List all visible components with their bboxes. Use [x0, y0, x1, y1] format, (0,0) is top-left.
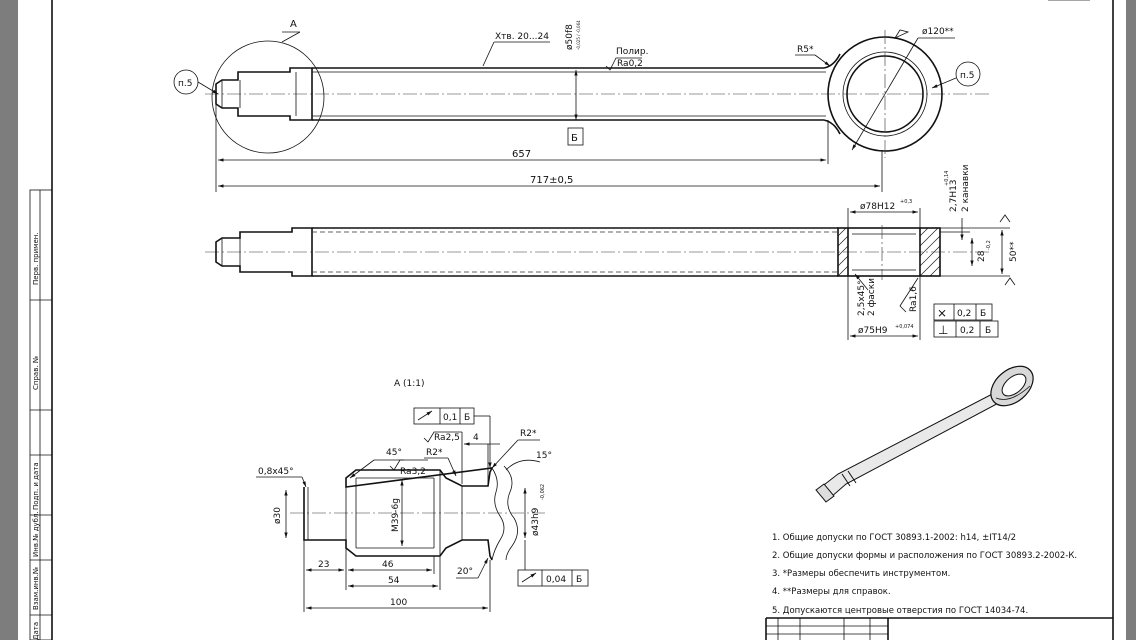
tol-2-base: Б	[985, 326, 991, 336]
dim-50: 50**	[1009, 241, 1019, 262]
diameter-top-tol: -0,025 / -0,064	[576, 20, 581, 50]
side-stamp: Перв. примен. Справ. № Подп. и дата Инв.…	[29, 189, 53, 640]
bore-75: ø75H9	[858, 326, 888, 336]
tol-1-base: Б	[980, 309, 986, 319]
ra32: Ra3,2	[400, 467, 426, 477]
r2-left: R2*	[426, 448, 443, 458]
tolerance-frame-2: ⊥ 0,2 Б	[933, 320, 999, 338]
bore-78: ø78H12	[860, 202, 895, 212]
groove-count: 2 канавки	[961, 164, 971, 212]
detail-view: А (1:1) ø30 0,8х45° М39-6g ø43h9 -0,062	[256, 379, 589, 612]
ra-16: Ra1,6	[909, 286, 919, 312]
stamp-sprav-no: Справ. №	[32, 356, 40, 390]
isometric-view	[815, 365, 1034, 503]
tol-1-symbol: ⨯	[937, 306, 947, 320]
stamp-inv-dubl: Инв.№ дубл.	[32, 511, 40, 557]
stamp-podp-data: Подп. и дата	[32, 462, 40, 510]
note-3: 3. *Размеры обеспечить инструментом.	[772, 569, 950, 579]
polish-label: Полир.	[616, 47, 648, 57]
ra25: Ra2,5	[434, 433, 460, 443]
runout-bot-base: Б	[576, 575, 582, 585]
bore-78-tol: +0,3	[900, 199, 912, 205]
tol-1-value: 0,2	[957, 309, 971, 319]
chamfer-08: 0,8х45°	[258, 467, 294, 477]
detail-circle	[211, 40, 325, 154]
dim-46: 46	[382, 560, 394, 570]
title-block	[765, 617, 1113, 640]
runout-top-val: 0,1	[443, 413, 457, 423]
note-right: п.5	[960, 71, 974, 81]
view-marker-a: А	[290, 19, 297, 30]
tol-2-value: 0,2	[960, 326, 974, 336]
dim-54: 54	[388, 576, 400, 586]
dim-4: 4	[473, 433, 479, 443]
dim-717: 717±0,5	[530, 175, 573, 186]
note-1: 1. Общие допуски по ГОСТ 30893.1-2002: h…	[772, 533, 1016, 543]
note-left: п.5	[178, 79, 192, 89]
main-view: А Б ø50f8 -0,025 / -0,064 Хтв. 20...24 П…	[173, 19, 990, 192]
note-2: 2. Общие допуски формы и расположения по…	[772, 551, 1077, 561]
angle-45: 45°	[386, 448, 402, 458]
stamp-vzam-inv: Взам.инв.№	[32, 567, 40, 610]
dia-43: ø43h9	[531, 507, 541, 536]
section-letter: Б	[571, 133, 578, 144]
dim-23: 23	[318, 560, 329, 570]
stamp-perv-primen: Перв. примен.	[32, 232, 40, 285]
eye-diameter: ø120**	[922, 27, 954, 37]
stamp-data: Дата	[32, 622, 40, 640]
tol-2-symbol: ⊥	[938, 323, 948, 337]
runout-bot-val: 0,04	[546, 575, 566, 585]
bore-75-tol: +0,074	[895, 324, 914, 330]
dim-28: 28	[977, 250, 987, 262]
note-4: 4. **Размеры для справок.	[772, 587, 891, 597]
dim-657: 657	[512, 149, 531, 160]
radius-r5: R5*	[797, 45, 814, 55]
coating-label: Хтв. 20...24	[495, 32, 549, 42]
groove-27-tol: +0,14	[944, 171, 950, 186]
section-view: ø78H12 +0,3 2,7H13 +0,14 2 канавки 28 -0…	[205, 164, 1019, 340]
dim-28-tol: -0,2	[986, 240, 992, 250]
dia-43-tol: -0,062	[540, 484, 546, 500]
thread: М39-6g	[391, 498, 401, 532]
dia-30: ø30	[273, 507, 283, 524]
tolerance-frame-1: ⨯ 0,2 Б	[933, 303, 993, 321]
groove-27: 2,7H13	[949, 179, 959, 212]
detail-title: А (1:1)	[394, 379, 425, 389]
runout-top-base: Б	[464, 413, 470, 423]
angle-15: 15°	[536, 451, 552, 461]
diameter-top: ø50f8	[565, 24, 575, 50]
dim-100: 100	[390, 598, 407, 608]
angle-20: 20°	[457, 567, 473, 577]
chamfer: 2,5х45°	[857, 280, 867, 316]
note-5: 5. Допускаются центровые отверстия по ГО…	[772, 606, 1028, 616]
chamfer-count: 2 фаски	[867, 278, 877, 316]
notes: 1. Общие допуски по ГОСТ 30893.1-2002: h…	[772, 533, 1077, 616]
polish-ra: Ra0,2	[617, 59, 643, 69]
r2-right: R2*	[520, 429, 537, 439]
